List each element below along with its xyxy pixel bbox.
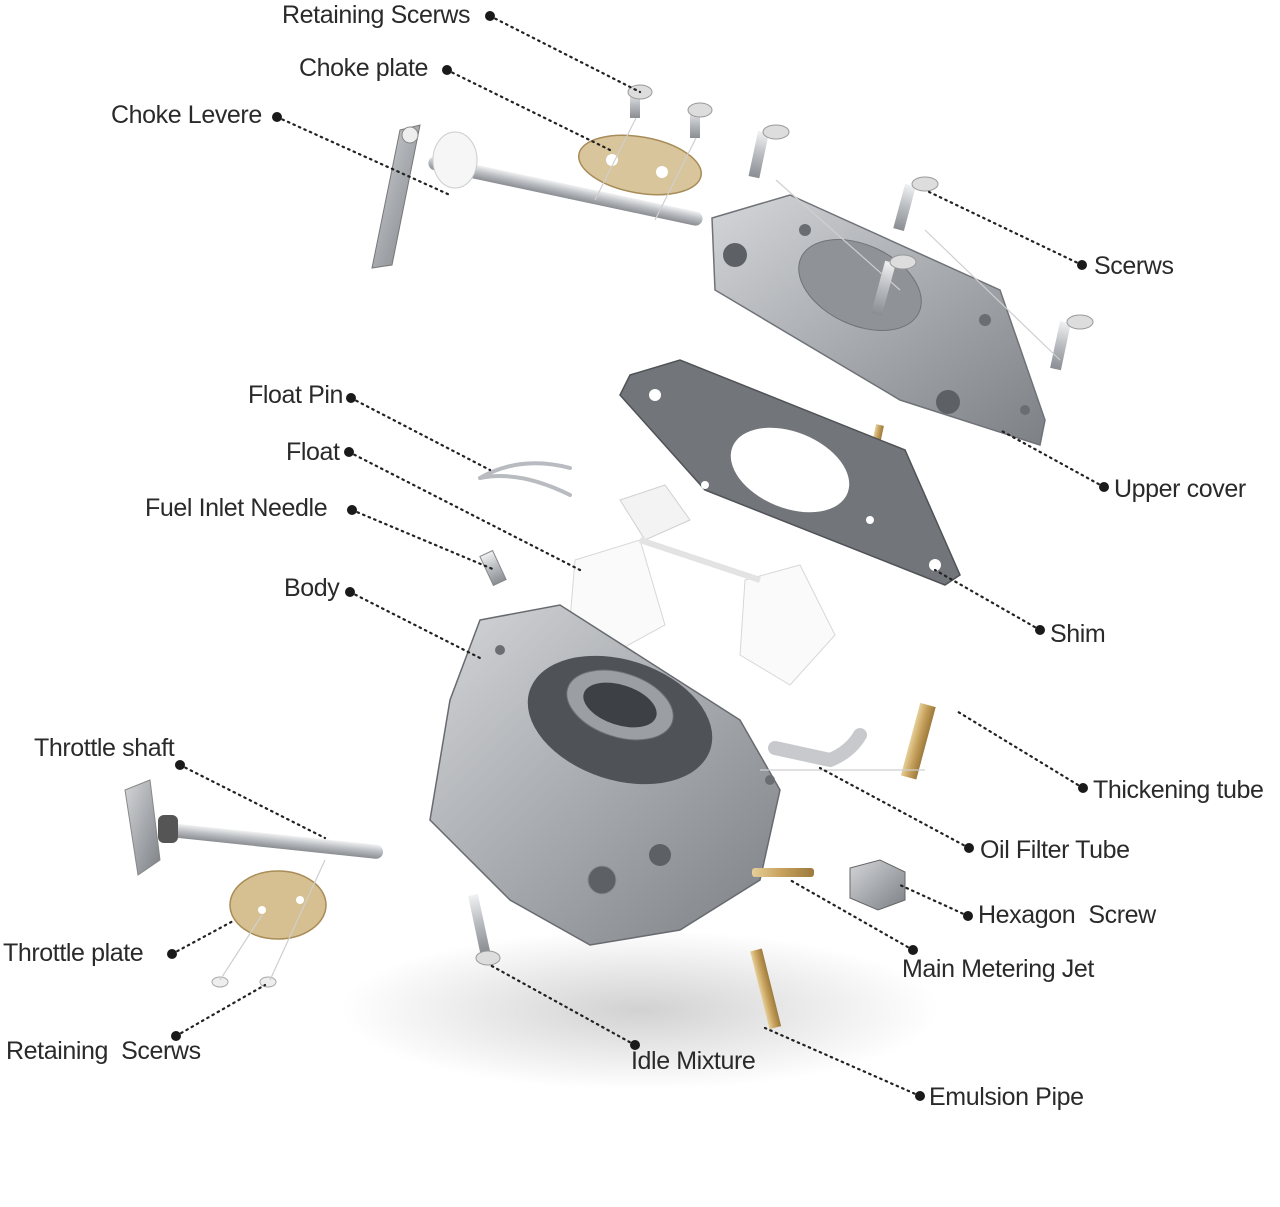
label-oil-filter-tube: Oil Filter Tube <box>980 836 1130 864</box>
label-choke-lever: Choke Levere <box>111 101 262 129</box>
shim-part <box>619 359 961 586</box>
idle-mixture-part <box>468 893 501 966</box>
label-float: Float <box>286 438 340 466</box>
label-float-pin: Float Pin <box>248 381 344 409</box>
retaining-screws-top-part <box>627 84 713 138</box>
float-part <box>569 484 836 686</box>
label-thickening-tube: Thickening tube <box>1093 776 1264 804</box>
throttle-plate-part <box>229 870 327 940</box>
label-retaining-screws-bottom: Retaining Scerws <box>6 1037 201 1065</box>
float-pin-part <box>478 461 572 497</box>
main-metering-jet-part <box>752 868 814 877</box>
label-hexagon-screw: Hexagon Screw <box>978 901 1156 929</box>
choke-lever-part <box>371 124 703 269</box>
cover-screws-part <box>748 124 1094 371</box>
oil-filter-tube-part <box>768 728 867 768</box>
thickening-tube-part <box>900 702 936 780</box>
emulsion-pipe-part <box>750 948 782 1030</box>
label-throttle-plate: Throttle plate <box>3 939 144 967</box>
label-emulsion-pipe: Emulsion Pipe <box>929 1083 1084 1111</box>
label-shim: Shim <box>1050 620 1106 648</box>
body-part <box>429 604 781 946</box>
label-body: Body <box>284 574 340 602</box>
hexagon-screw-part <box>849 859 906 911</box>
label-choke-plate: Choke plate <box>299 54 429 82</box>
throttle-shaft-part <box>124 779 384 876</box>
upper-cover-part <box>711 194 1046 446</box>
label-retaining-screws-top: Retaining Scerws <box>282 1 471 29</box>
label-throttle-shaft: Throttle shaft <box>34 734 175 762</box>
label-main-metering-jet: Main Metering Jet <box>902 955 1094 983</box>
fuel-inlet-needle-part <box>479 549 507 587</box>
label-upper-cover: Upper cover <box>1114 475 1246 503</box>
label-idle-mixture: Idle Mixture <box>631 1047 756 1075</box>
label-fuel-inlet-needle: Fuel Inlet Needle <box>145 494 328 522</box>
label-screws: Scerws <box>1094 252 1174 280</box>
